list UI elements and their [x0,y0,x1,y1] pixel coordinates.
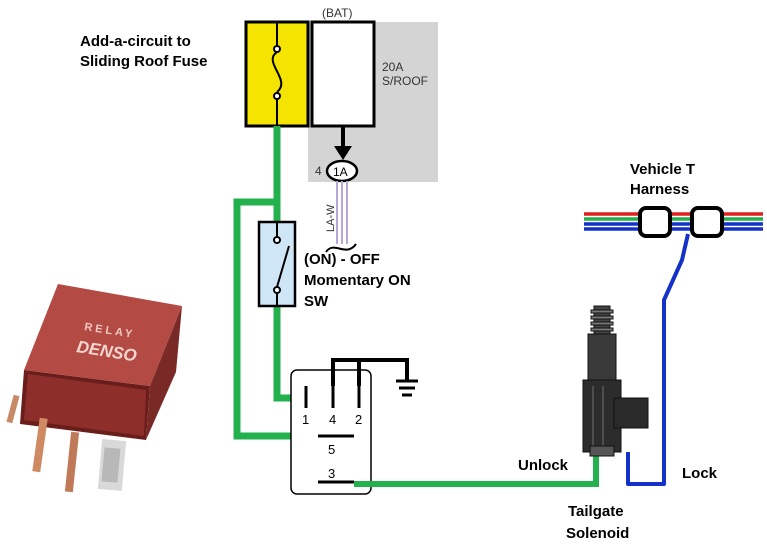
la-w-wire [336,181,348,244]
ground-wire [331,358,409,386]
harness-wires [584,212,763,231]
switch-label-line1: (ON) - OFF [304,251,380,268]
harness-connector-right [690,206,724,238]
switch-label-line3: SW [304,293,329,310]
add-a-circuit-label-line1: Add-a-circuit to [80,33,191,50]
lock-label: Lock [682,465,718,482]
unlock-label: Unlock [518,457,569,474]
bat-label: (BAT) [322,6,353,20]
wire-color-label: LA-W [325,204,337,232]
harness-label-line1: Vehicle T [630,161,696,178]
fuse-rating-label: 20A [382,60,404,74]
ground-icon [396,379,418,397]
solenoid-label-line2: Solenoid [566,525,630,542]
switch-symbol [273,222,290,306]
relay-pin-bars [304,386,361,484]
fuse-symbol [271,22,283,126]
relay-pin-2-label: 2 [355,412,362,427]
relay-pin-3-label: 3 [328,466,335,481]
harness-connector-left [638,206,672,238]
connector-id-label: 1A [333,165,348,179]
relay-photo [6,284,182,493]
add-a-circuit-label-line2: Sliding Roof Fuse [80,53,208,70]
relay-pin-4-label: 4 [329,412,336,427]
fuse-output-arrow [334,146,352,160]
harness-label-line2: Harness [630,181,690,198]
fuse-name-label: S/ROOF [382,74,429,88]
blue-wire-lock [626,233,690,486]
tailgate-solenoid [582,305,649,457]
sroof-fuse-box [310,20,376,128]
relay-pin-5-label: 5 [328,442,335,457]
solenoid-label-line1: Tailgate [568,503,624,520]
switch-label-line2: Momentary ON [304,272,411,289]
wire-break-mark [325,243,357,253]
connector-pin-label: 4 [315,164,322,178]
green-wire-unlock [354,456,599,487]
relay-pin-1-label: 1 [302,412,309,427]
